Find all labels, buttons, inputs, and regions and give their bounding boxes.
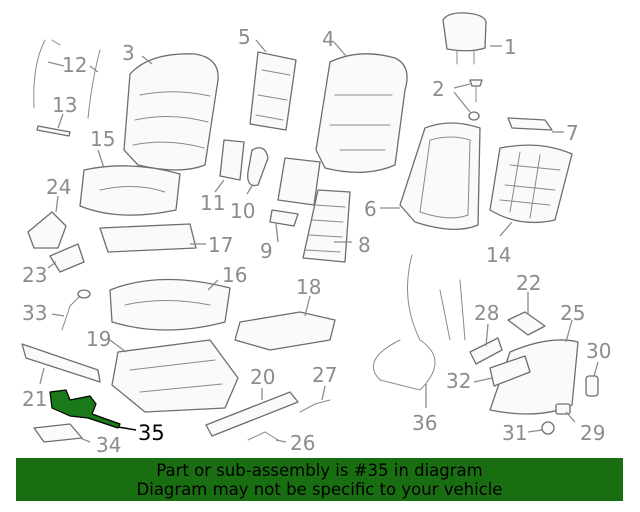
label-26: 26 — [290, 431, 315, 455]
info-banner: Part or sub-assembly is #35 in diagram D… — [16, 458, 623, 501]
part-2-guide[interactable] — [468, 79, 483, 121]
label-27: 27 — [312, 363, 337, 387]
label-12: 12 — [62, 53, 87, 77]
label-34: 34 — [96, 433, 121, 457]
part-32-switch[interactable] — [489, 355, 531, 387]
part-35-highlighted[interactable] — [49, 389, 121, 429]
part-1-headrest[interactable] — [442, 12, 487, 65]
part-34-module[interactable] — [33, 423, 83, 443]
part-23-bracket[interactable] — [49, 243, 85, 273]
label-23: 23 — [22, 263, 47, 287]
label-31: 31 — [502, 421, 527, 445]
part-13-rod[interactable] — [36, 125, 71, 137]
callout-labels: 1 2 3 5 4 6 7 8 9 10 11 12 13 14 15 16 1… — [22, 25, 611, 457]
part-36-harness[interactable] — [372, 254, 466, 391]
label-14: 14 — [486, 243, 511, 267]
part-19-cushion-frame[interactable] — [111, 339, 239, 413]
part-9-bracket[interactable] — [269, 209, 299, 227]
part-11-panel[interactable] — [219, 139, 245, 181]
label-17: 17 — [208, 233, 233, 257]
part-29-knob[interactable] — [555, 403, 571, 415]
part-12-wire[interactable] — [33, 39, 101, 119]
part-30-button[interactable] — [585, 375, 599, 397]
label-16: 16 — [222, 263, 247, 287]
leader-lines — [39, 39, 599, 443]
part-14-suspension[interactable] — [489, 144, 573, 224]
label-35-highlighted: 35 — [138, 421, 165, 445]
label-8: 8 — [358, 233, 371, 257]
label-20: 20 — [250, 365, 275, 389]
label-24: 24 — [46, 175, 71, 199]
label-10: 10 — [230, 199, 255, 223]
label-32: 32 — [446, 369, 471, 393]
banner-line-2: Diagram may not be specific to your vehi… — [136, 480, 503, 499]
part-31-knob[interactable] — [541, 421, 555, 435]
label-2: 2 — [432, 77, 445, 101]
part-22-clip[interactable] — [507, 311, 546, 336]
part-25-side-cover[interactable] — [489, 339, 579, 415]
part-16-cushion-pad[interactable] — [109, 278, 231, 331]
label-3: 3 — [122, 41, 135, 65]
label-1: 1 — [504, 35, 517, 59]
part-module[interactable] — [277, 157, 321, 206]
label-33: 33 — [22, 301, 47, 325]
label-15: 15 — [90, 127, 115, 151]
label-11: 11 — [200, 191, 225, 215]
label-9: 9 — [260, 239, 273, 263]
label-21: 21 — [22, 387, 47, 411]
part-28-switch[interactable] — [469, 337, 503, 365]
part-5-back-board[interactable] — [249, 51, 297, 131]
label-5: 5 — [238, 25, 251, 49]
label-22: 22 — [516, 271, 541, 295]
part-26-cable[interactable] — [247, 431, 279, 441]
label-6: 6 — [364, 197, 377, 221]
part-10-trim[interactable] — [247, 147, 269, 187]
label-7: 7 — [566, 121, 579, 145]
label-30: 30 — [586, 339, 611, 363]
part-21-trim[interactable] — [21, 343, 101, 383]
banner-line-1: Part or sub-assembly is #35 in diagram — [156, 461, 483, 480]
label-19: 19 — [86, 327, 111, 351]
part-4-back-pad[interactable] — [315, 53, 408, 173]
part-17-pan[interactable] — [99, 223, 197, 253]
label-25: 25 — [560, 301, 585, 325]
part-18-spring-mat[interactable] — [234, 311, 336, 351]
part-15-cushion-cover[interactable] — [79, 165, 181, 216]
part-8-lumbar[interactable] — [302, 189, 351, 263]
part-24-side-bracket[interactable] — [27, 211, 67, 249]
part-33-sensor[interactable] — [61, 289, 91, 331]
label-4: 4 — [322, 27, 335, 51]
part-7-bracket[interactable] — [507, 117, 553, 131]
label-29: 29 — [580, 421, 605, 445]
part-27-cable[interactable] — [299, 399, 331, 413]
label-18: 18 — [296, 275, 321, 299]
label-28: 28 — [474, 301, 499, 325]
part-3-back-cover[interactable] — [123, 53, 219, 171]
part-20-side-shield[interactable] — [205, 391, 299, 437]
part-6-back-frame[interactable] — [399, 122, 481, 230]
label-13: 13 — [52, 93, 77, 117]
label-36: 36 — [412, 411, 437, 435]
